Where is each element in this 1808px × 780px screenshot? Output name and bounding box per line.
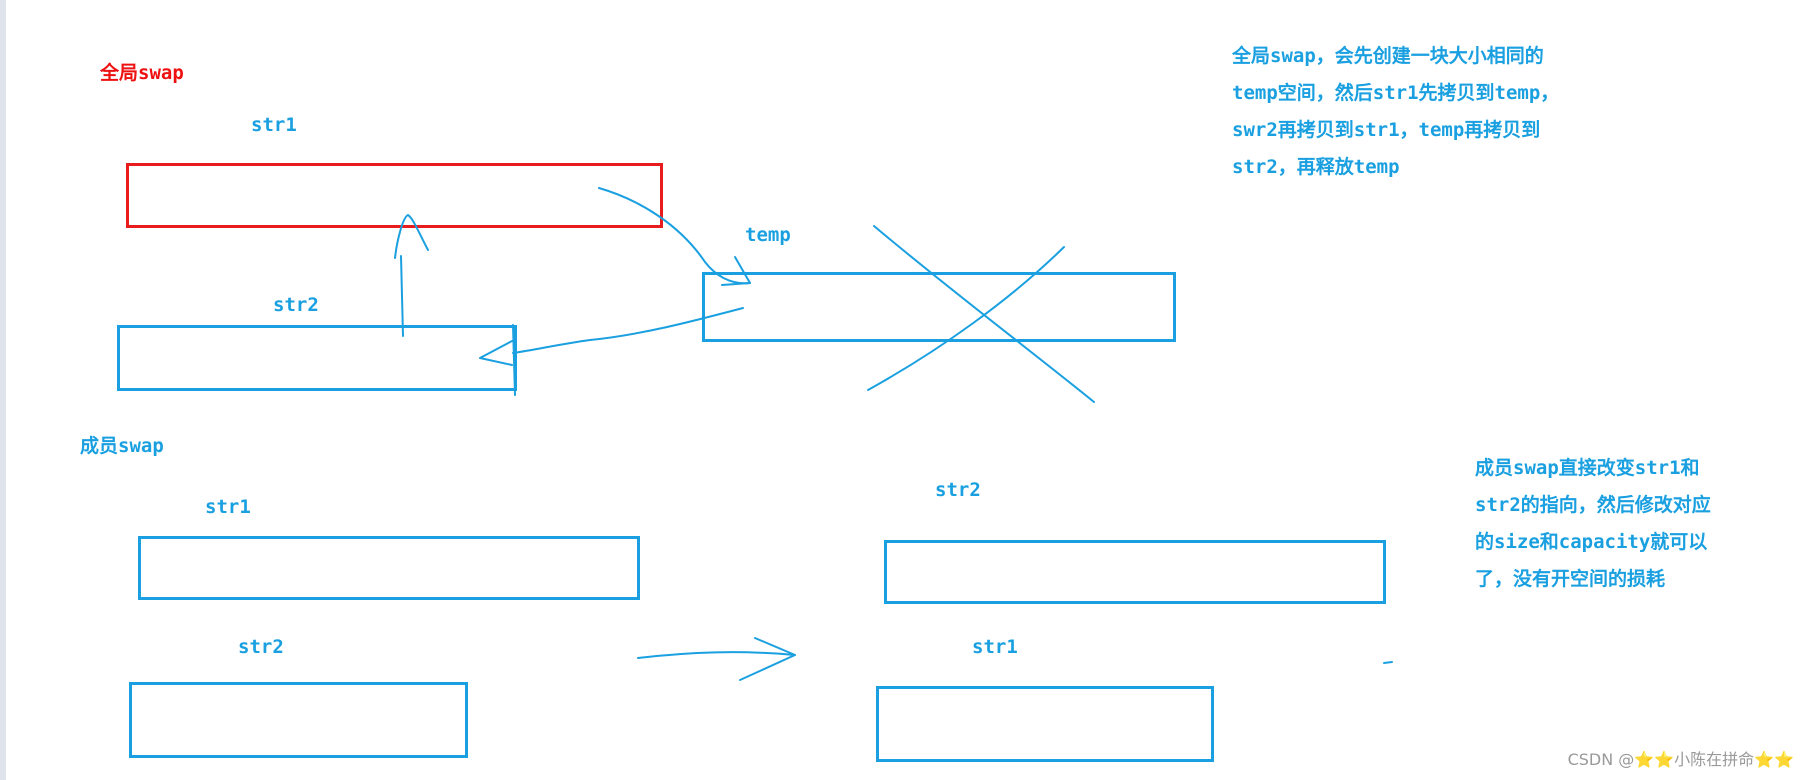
member-swap-title: 成员swap <box>80 435 164 457</box>
global-str1-box <box>126 163 663 228</box>
arrow-temp-to-str2-head <box>479 340 513 366</box>
global-swap-title: 全局swap <box>100 62 184 84</box>
global-note-line: swr2再拷贝到str1，temp再拷贝到 <box>1232 119 1541 141</box>
global-temp-box <box>702 272 1176 342</box>
cross-out-temp-1 <box>873 225 1095 403</box>
arrow-str2-to-str1-head <box>394 214 429 259</box>
global-note-line: 全局swap，会先创建一块大小相同的 <box>1232 45 1544 67</box>
member-note-line: 了，没有开空间的损耗 <box>1475 568 1666 590</box>
member-after-str2-box <box>884 540 1386 604</box>
member-before-str1-label: str1 <box>205 496 251 518</box>
global-temp-label: temp <box>745 224 791 246</box>
global-note-line: temp空间，然后str1先拷贝到temp， <box>1232 82 1560 104</box>
member-swap-note: 成员swap直接改变str1和 str2的指向，然后修改对应 的size和cap… <box>1475 450 1711 598</box>
left-edge-strip <box>0 0 6 780</box>
arrow-str1-to-temp-head <box>721 256 751 286</box>
member-before-str1-box <box>138 536 640 600</box>
member-note-line: 的size和capacity就可以 <box>1475 531 1708 553</box>
arrow-str1-to-temp <box>598 187 751 285</box>
arrow-temp-to-str2 <box>512 307 744 354</box>
stray-mark <box>1383 661 1393 664</box>
cross-out-temp-2 <box>867 246 1065 391</box>
member-after-str1-box <box>876 686 1214 762</box>
str2-box-right-stroke <box>512 324 516 396</box>
global-str2-label: str2 <box>273 294 319 316</box>
member-note-line: str2的指向，然后修改对应 <box>1475 494 1711 516</box>
member-after-str2-label: str2 <box>935 479 981 501</box>
arrow-member-swap-head <box>739 637 796 681</box>
member-before-str2-label: str2 <box>238 636 284 658</box>
member-after-str1-label: str1 <box>972 636 1018 658</box>
global-str2-box <box>117 325 517 391</box>
arrow-str2-to-str1 <box>400 255 404 337</box>
global-swap-note: 全局swap，会先创建一块大小相同的 temp空间，然后str1先拷贝到temp… <box>1232 38 1559 186</box>
member-note-line: 成员swap直接改变str1和 <box>1475 457 1700 479</box>
global-note-line: str2，再释放temp <box>1232 156 1400 178</box>
member-before-str2-box <box>129 682 468 758</box>
arrow-member-swap <box>637 651 796 659</box>
csdn-watermark: CSDN @⭐⭐小陈在拼命⭐⭐ <box>1567 750 1794 769</box>
global-str1-label: str1 <box>251 114 297 136</box>
